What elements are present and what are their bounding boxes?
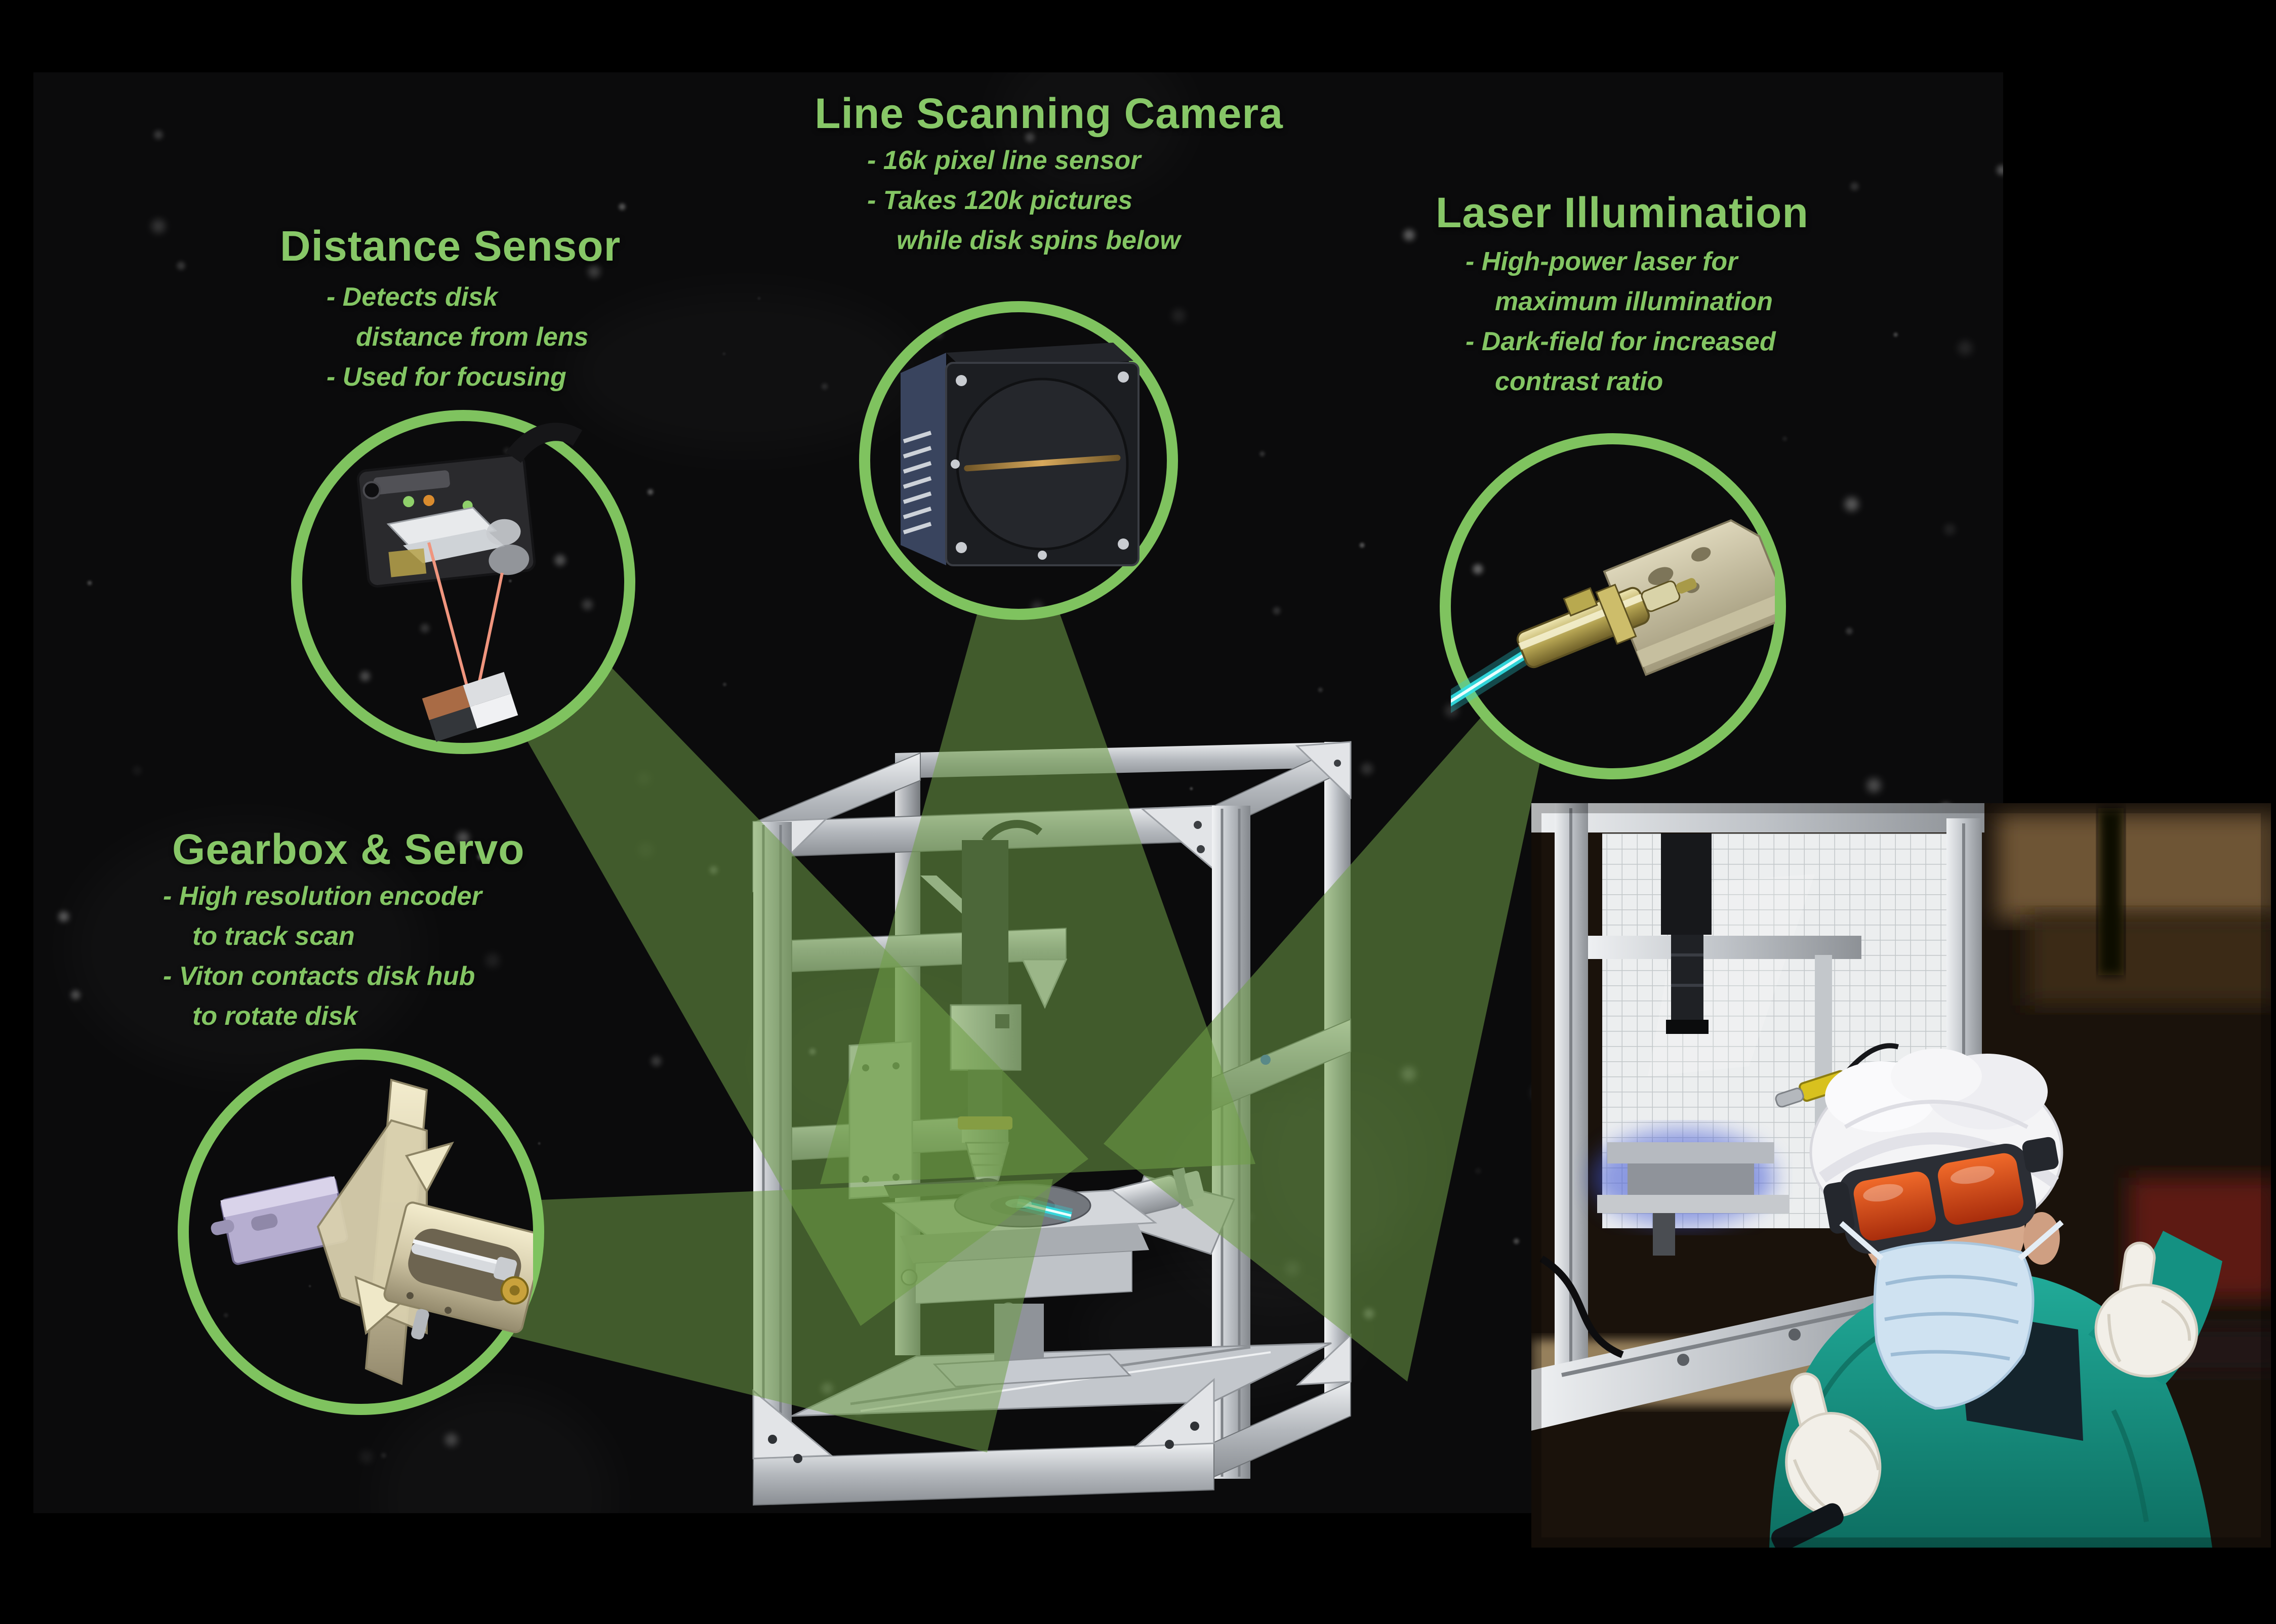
surgical-mask	[1839, 1220, 2064, 1410]
note-line: - Detects disk	[327, 282, 498, 312]
servo-motor	[211, 1176, 348, 1265]
note-line: - Dark-field for increased	[1466, 327, 1776, 356]
note-line: - High-power laser for	[1466, 247, 1738, 276]
note-line: - High resolution encoder	[163, 882, 482, 911]
note-line: while disk spins below	[897, 226, 1181, 255]
beam-gearbox-servo	[510, 1179, 1053, 1452]
camera-front-face	[945, 362, 1140, 566]
cleanroom-technician-photo	[1531, 803, 2271, 1548]
laser-module-illustration	[1451, 519, 1775, 714]
title-gearbox-servo: Gearbox & Servo	[172, 825, 525, 873]
note-line: - 16k pixel line sensor	[867, 146, 1141, 175]
line-scan-camera-ring	[859, 301, 1178, 620]
note-line: to rotate disk	[192, 1002, 358, 1031]
note-line: distance from lens	[356, 322, 589, 352]
note-line: to track scan	[192, 922, 355, 951]
distance-sensor-illustration	[356, 423, 583, 742]
notes-laser-illumination: - High-power laser for maximum illuminat…	[1466, 242, 1776, 402]
laser-goggles	[1823, 1137, 2059, 1254]
note-line: - Viton contacts disk hub	[163, 962, 475, 991]
gearbox-servo-ring	[178, 1049, 544, 1415]
note-line: contrast ratio	[1495, 367, 1663, 396]
notes-gearbox-servo: - High resolution encoder to track scan …	[163, 877, 482, 1036]
beam-line-scanning-camera	[820, 614, 1255, 1184]
title-laser-illumination: Laser Illumination	[1436, 189, 1809, 236]
distance-sensor-ring	[291, 410, 635, 754]
note-line: maximum illumination	[1495, 287, 1773, 316]
gearbox-housing	[383, 1201, 533, 1340]
line-scan-camera-illustration	[901, 343, 1140, 566]
right-glove-thumbs-up	[2094, 1241, 2199, 1378]
photo-technician	[1769, 1049, 2222, 1548]
wristwatch	[1771, 1503, 1844, 1548]
title-line-scanning-camera: Line Scanning Camera	[815, 90, 1283, 137]
cyan-beam	[1451, 638, 1542, 714]
notes-distance-sensor: - Detects disk distance from lens - Used…	[327, 277, 588, 397]
title-distance-sensor: Distance Sensor	[280, 222, 621, 270]
note-line: - Used for focusing	[327, 362, 566, 392]
checker-target	[422, 672, 518, 742]
left-glove-thumbs-up	[1785, 1372, 1882, 1517]
notes-line-scanning-camera: - 16k pixel line sensor - Takes 120k pic…	[867, 141, 1181, 261]
beam-laser-illumination	[1104, 717, 1540, 1382]
camera-heatsink	[901, 353, 946, 565]
gearbox-servo-illustration	[211, 1078, 533, 1385]
note-line: - Takes 120k pictures	[867, 186, 1133, 215]
laser-illumination-ring	[1440, 433, 1786, 779]
